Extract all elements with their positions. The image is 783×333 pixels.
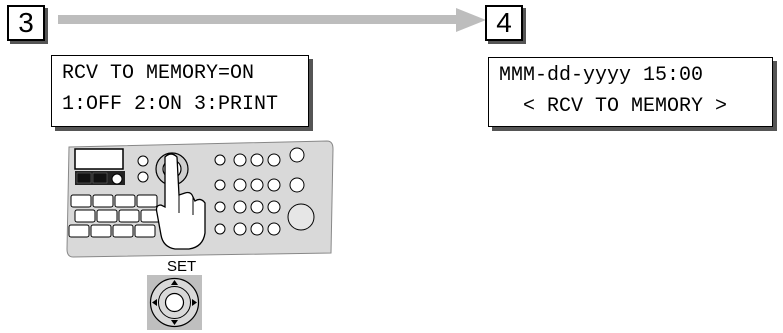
lcd-line-1: MMM-dd-yyyy 15:00 — [499, 64, 704, 87]
step-3-badge: 3 — [7, 5, 45, 41]
lcd-line-2: < RCV TO MEMORY > — [499, 95, 728, 118]
set-key-label: SET — [167, 258, 197, 275]
flow-arrow-line — [58, 15, 458, 24]
lcd-display-step4: MMM-dd-yyyy 15:00 < RCV TO MEMORY > — [488, 57, 773, 127]
lcd-line-2: 1:OFF 2:ON 3:PRINT — [62, 93, 279, 116]
fax-control-panel-illustration — [66, 140, 334, 258]
set-navigation-key-icon — [147, 275, 202, 330]
lcd-line-1: RCV TO MEMORY=ON — [62, 62, 255, 85]
step-4-badge: 4 — [485, 5, 523, 41]
flow-arrow-head — [456, 8, 486, 32]
lcd-display-step3: RCV TO MEMORY=ON 1:OFF 2:ON 3:PRINT — [51, 55, 309, 127]
